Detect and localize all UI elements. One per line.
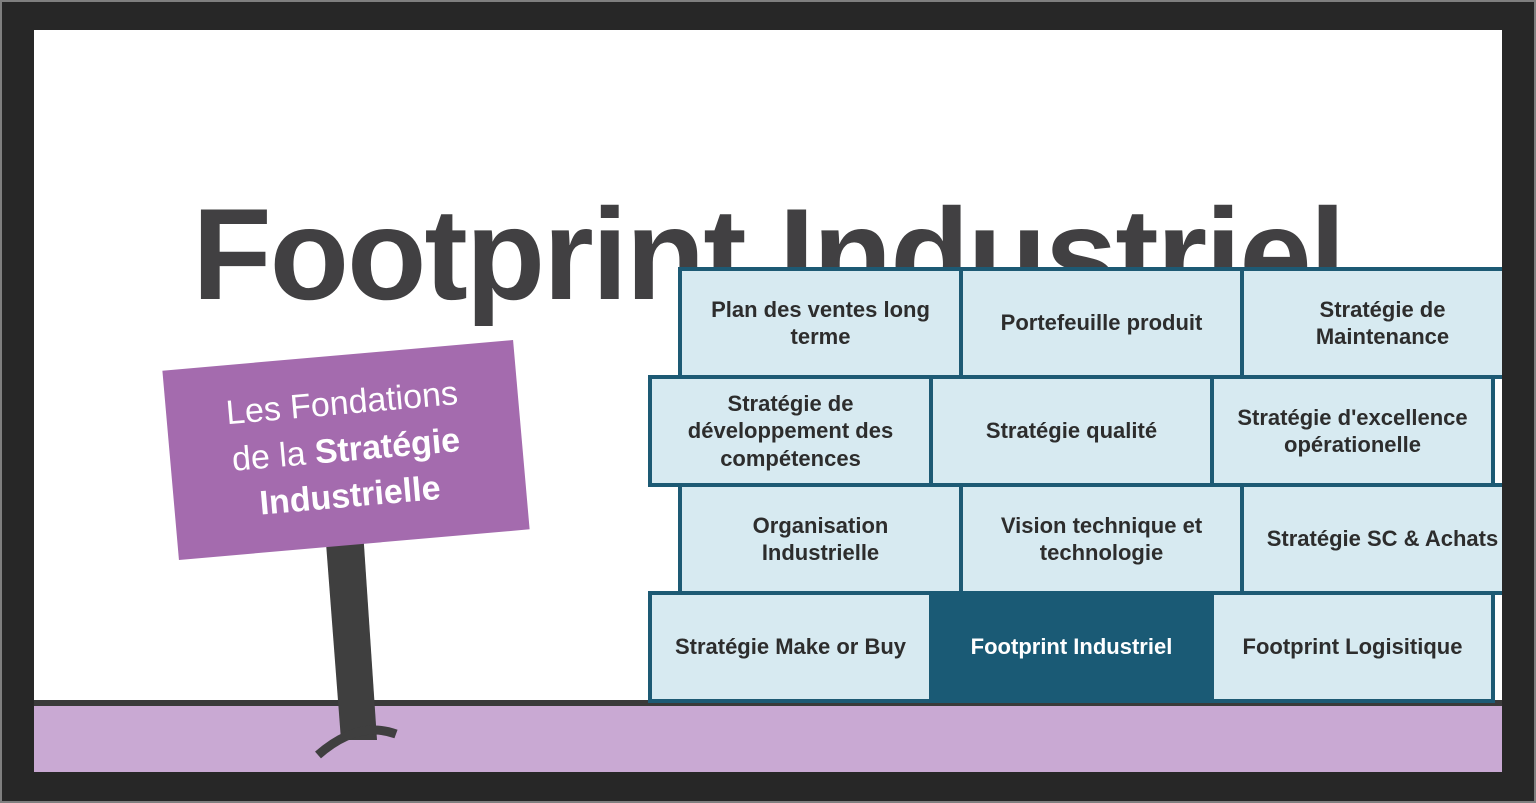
brick-wall: Plan des ventes long terme Portefeuille …	[648, 267, 1502, 703]
brick-plan-des-ventes-long-terme: Plan des ventes long terme	[678, 267, 963, 379]
brick-vision-technique-et-technologie: Vision technique et technologie	[959, 483, 1244, 595]
sign-line3-bold: Industrielle	[258, 469, 443, 524]
sign-line2-bold: Stratégie	[313, 420, 462, 472]
brick-portefeuille-produit: Portefeuille produit	[959, 267, 1244, 379]
brick-strategie-qualite: Stratégie qualité	[929, 375, 1214, 487]
wall-row-1: Plan des ventes long terme Portefeuille …	[648, 267, 1502, 379]
brick-strategie-sc-achats: Stratégie SC & Achats	[1240, 483, 1502, 595]
brick-organisation-industrielle: Organisation Industrielle	[678, 483, 963, 595]
slide-canvas: Footprint Industriel Les Fondations de l…	[34, 30, 1502, 772]
brick-strategie-make-or-buy: Stratégie Make or Buy	[648, 591, 933, 703]
brick-strategie-excellence-operationelle: Stratégie d'excellence opérationelle	[1210, 375, 1495, 487]
sign-line2-prefix: de la	[230, 433, 317, 479]
wall-row-2: Stratégie de développement des compétenc…	[648, 375, 1502, 487]
sign-panel: Les Fondations de la Stratégie Industrie…	[162, 340, 530, 560]
brick-footprint-industriel: Footprint Industriel	[929, 591, 1214, 703]
wall-row-3: Organisation Industrielle Vision techniq…	[648, 483, 1502, 595]
brick-strategie-de-maintenance: Stratégie de Maintenance	[1240, 267, 1502, 379]
ground-strip	[34, 706, 1502, 772]
sign-post-icon	[315, 530, 398, 759]
wall-row-4: Stratégie Make or Buy Footprint Industri…	[648, 591, 1502, 703]
brick-footprint-logisitique: Footprint Logisitique	[1210, 591, 1495, 703]
ground-line	[34, 700, 1502, 706]
brick-strategie-developpement-competences: Stratégie de développement des compétenc…	[648, 375, 933, 487]
sign-text: Les Fondations de la Stratégie Industrie…	[224, 370, 468, 530]
